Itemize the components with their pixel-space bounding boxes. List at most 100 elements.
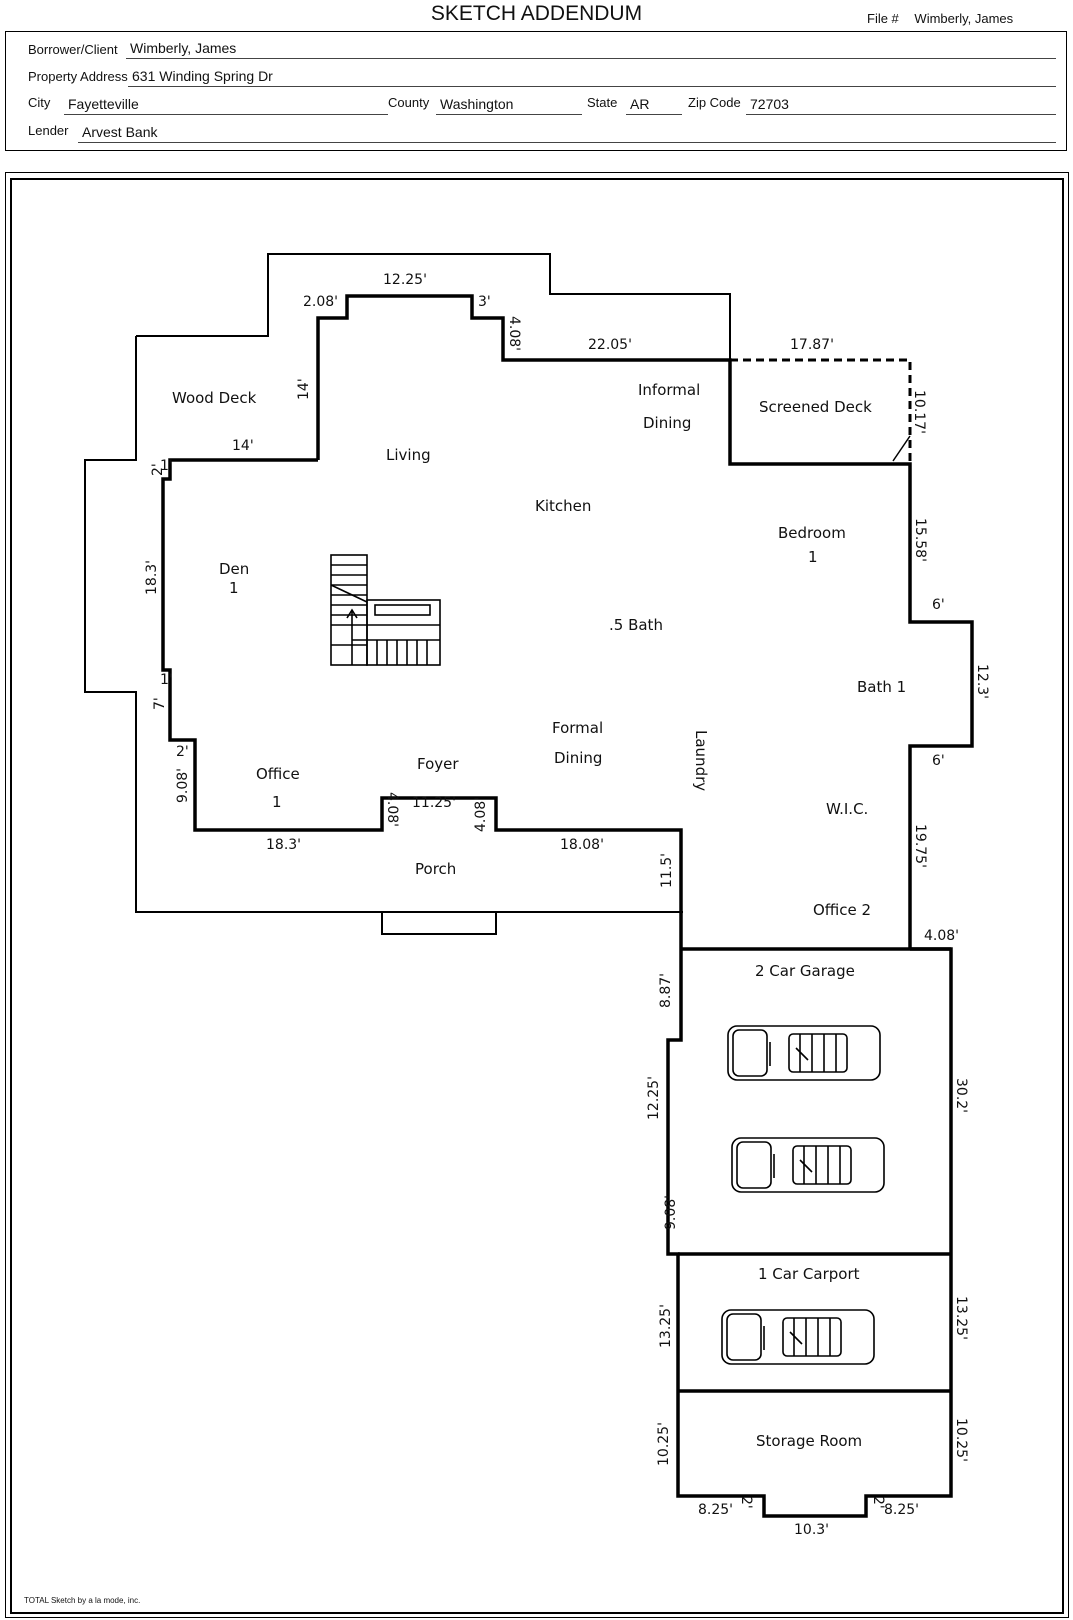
room-formal-dining: Dining bbox=[554, 749, 602, 767]
county-label: County bbox=[388, 95, 430, 110]
dim-label: 19.75' bbox=[912, 824, 928, 868]
room-half-bath: .5 Bath bbox=[609, 616, 663, 634]
dim-label: 1' bbox=[160, 672, 173, 688]
car-icon bbox=[731, 1137, 885, 1193]
zip-label: Zip Code bbox=[688, 95, 741, 110]
dim-label: 18.3' bbox=[144, 560, 160, 595]
dim-label: 2' bbox=[176, 744, 189, 760]
room-office2: Office 2 bbox=[813, 901, 871, 919]
room-garage: 2 Car Garage bbox=[755, 962, 855, 980]
city-value: Fayetteville bbox=[68, 96, 139, 112]
house-outline bbox=[316, 294, 974, 949]
house-outline-left bbox=[161, 458, 683, 949]
lender-label: Lender bbox=[28, 123, 69, 138]
garage-outline bbox=[666, 947, 953, 1518]
dim-label: 13.25' bbox=[953, 1296, 969, 1340]
city-label: City bbox=[28, 95, 51, 110]
state-label: State bbox=[587, 95, 618, 110]
dim-label: 14' bbox=[296, 378, 312, 400]
dim-label: 2' bbox=[150, 463, 166, 476]
state-value: AR bbox=[630, 96, 650, 112]
dim-label: 6' bbox=[932, 597, 945, 613]
screened-deck-diagonal bbox=[892, 435, 911, 462]
dim-label: 11.5' bbox=[659, 853, 675, 888]
city-line bbox=[64, 114, 388, 115]
dim-label: 4.08' bbox=[384, 792, 400, 827]
borrower-value: Wimberly, James bbox=[130, 40, 237, 56]
address-label: Property Address bbox=[28, 69, 128, 84]
dim-label: 10.17' bbox=[911, 390, 927, 434]
room-living: Living bbox=[386, 446, 431, 464]
dim-label: 4.08' bbox=[506, 316, 522, 351]
dim-label: 30.2' bbox=[953, 1078, 969, 1113]
sketch-inner-frame bbox=[10, 178, 1064, 1614]
room-office-number: 1 bbox=[272, 793, 282, 811]
deck-upper-outline bbox=[136, 253, 731, 360]
room-informal: Informal bbox=[638, 381, 700, 399]
room-porch: Porch bbox=[415, 860, 456, 878]
dim-label: 8.87' bbox=[658, 973, 674, 1008]
room-screened-deck: Screened Deck bbox=[759, 398, 872, 416]
room-wood-deck: Wood Deck bbox=[172, 389, 257, 407]
room-carport: 1 Car Carport bbox=[758, 1265, 860, 1283]
room-den: Den bbox=[219, 560, 249, 578]
footer-credit: TOTAL Sketch by a la mode, inc. bbox=[24, 1596, 141, 1605]
property-info-box: Borrower/Client Wimberly, James Property… bbox=[5, 31, 1067, 151]
dim-label: 12.25' bbox=[646, 1076, 662, 1120]
dim-label: 1' bbox=[160, 458, 173, 474]
room-wic: W.I.C. bbox=[826, 800, 868, 818]
page-title: SKETCH ADDENDUM bbox=[430, 2, 643, 25]
file-value: Wimberly, James bbox=[914, 11, 1014, 26]
wood-deck-outline bbox=[84, 336, 683, 913]
borrower-line bbox=[126, 58, 1056, 59]
dim-label: 2.08' bbox=[303, 294, 338, 310]
dim-label: 7' bbox=[152, 697, 168, 710]
dim-label: 6' bbox=[932, 753, 945, 769]
dim-label: 2' bbox=[870, 1496, 886, 1509]
dim-label: 13.25' bbox=[658, 1304, 674, 1348]
file-number: File # Wimberly, James bbox=[867, 11, 1013, 26]
dim-label: 10.25' bbox=[656, 1422, 672, 1466]
room-storage: Storage Room bbox=[756, 1432, 862, 1450]
dim-label: 8.25' bbox=[698, 1502, 733, 1518]
dim-label: 2' bbox=[738, 1496, 754, 1509]
room-bedroom: Bedroom bbox=[778, 524, 846, 542]
lender-value: Arvest Bank bbox=[82, 124, 158, 140]
porch-bump bbox=[381, 912, 497, 935]
dim-label: 4.08' bbox=[473, 797, 489, 832]
dim-label: 18.3' bbox=[266, 837, 301, 853]
zip-value: 72703 bbox=[750, 96, 789, 112]
dim-label: 11.25' bbox=[412, 795, 456, 811]
sketch-outer-frame bbox=[5, 172, 1069, 1618]
county-value: Washington bbox=[440, 96, 514, 112]
room-informal-dining: Dining bbox=[643, 414, 691, 432]
room-office: Office bbox=[256, 765, 300, 783]
lender-line bbox=[78, 142, 1056, 143]
room-den-number: 1 bbox=[229, 579, 239, 597]
stairs-icon bbox=[330, 554, 441, 666]
dim-label: 12.25' bbox=[383, 272, 427, 288]
dim-label: 14' bbox=[232, 438, 254, 454]
dim-label: 10.25' bbox=[953, 1418, 969, 1462]
room-bedroom-number: 1 bbox=[808, 548, 818, 566]
dim-label: 10.3' bbox=[794, 1522, 829, 1538]
dim-label: 3' bbox=[478, 294, 491, 310]
room-laundry: Laundry bbox=[692, 730, 710, 791]
dim-label: 9.08' bbox=[175, 768, 191, 803]
dim-label: 8.25' bbox=[884, 1502, 919, 1518]
dim-label: 17.87' bbox=[790, 337, 834, 353]
room-bath: Bath 1 bbox=[857, 678, 906, 696]
zip-line bbox=[746, 114, 1056, 115]
dim-label: 4.08' bbox=[924, 928, 959, 944]
dim-label: 22.05' bbox=[588, 337, 632, 353]
dim-label: 12.3' bbox=[974, 664, 990, 699]
room-foyer: Foyer bbox=[417, 755, 459, 773]
dim-label: 9.08' bbox=[663, 1195, 679, 1230]
address-value: 631 Winding Spring Dr bbox=[132, 68, 273, 84]
dim-label: 15.58' bbox=[912, 518, 928, 562]
screened-deck-outline bbox=[730, 358, 912, 464]
car-icon bbox=[727, 1025, 881, 1081]
room-formal: Formal bbox=[552, 719, 603, 737]
file-label: File # bbox=[867, 11, 899, 26]
